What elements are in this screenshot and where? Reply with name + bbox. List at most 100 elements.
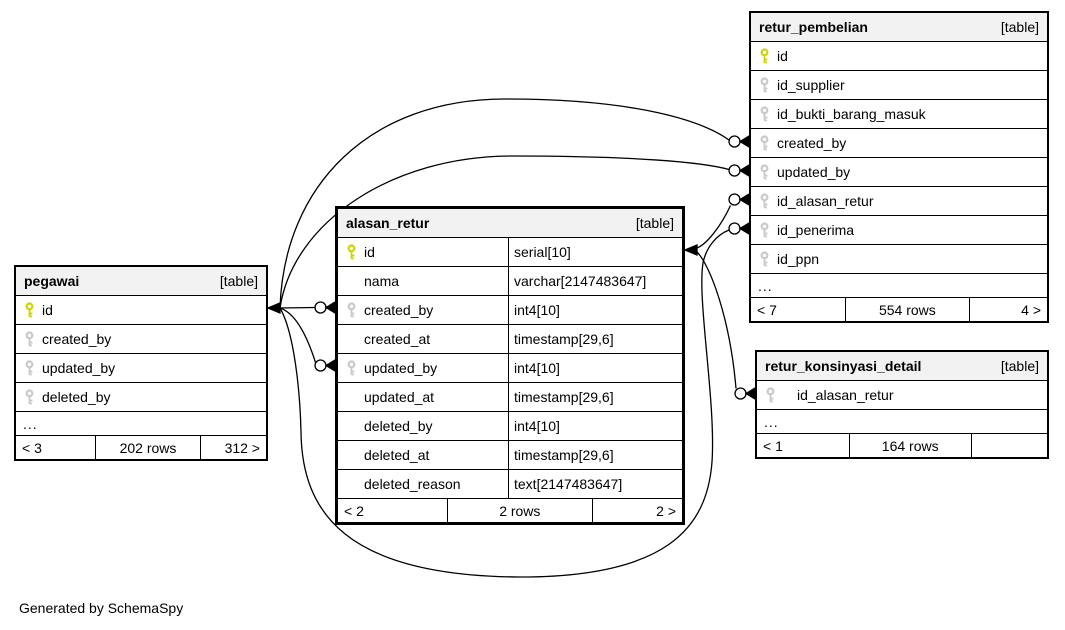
row-count: 202 rows — [96, 436, 201, 459]
crow-foot-arrow — [324, 358, 336, 373]
many-end-circle — [734, 387, 747, 400]
column-row: created_by — [751, 129, 1047, 158]
column-row: deleted_at timestamp[29,6] — [338, 441, 682, 470]
edge-alasan-konsinyasi-id-alasan-retur — [696, 251, 737, 389]
key-spacer — [338, 447, 364, 464]
column-name: id_bukti_barang_masuk — [777, 106, 926, 122]
hidden-parents-count: < 2 — [338, 499, 449, 522]
hidden-children-count: 4 > — [1021, 301, 1041, 318]
key-spacer — [338, 389, 364, 406]
table-retur-pembelian[interactable]: retur_pembelian [table] id id_supplier i… — [749, 11, 1049, 323]
column-name: updated_by — [777, 164, 851, 180]
hidden-columns-ellipsis: ... — [757, 410, 1047, 434]
many-end-circle — [728, 135, 741, 148]
column-row: id_supplier — [751, 71, 1047, 100]
column-row: id_bukti_barang_masuk — [751, 100, 1047, 129]
column-name: nama — [364, 273, 400, 289]
table-retur-konsinyasi-detail[interactable]: retur_konsinyasi_detail [table] id_alasa… — [755, 350, 1049, 459]
hidden-children-count: 312 > — [224, 439, 260, 456]
column-row: updated_by — [751, 158, 1047, 187]
column-name: created_by — [777, 135, 847, 151]
table-header-alasan-retur[interactable]: alasan_retur [table] — [338, 209, 682, 238]
table-alasan-retur[interactable]: alasan_retur [table] id serial[10] nama … — [335, 206, 685, 525]
column-type: text[2147483647] — [508, 470, 682, 498]
column-row: id — [751, 42, 1047, 71]
foreign-key-icon — [751, 105, 777, 123]
column-row: id — [16, 296, 266, 325]
hidden-children-count: 2 > — [656, 502, 676, 519]
hidden-parents-count: < 3 — [16, 436, 96, 459]
table-header-retur-pembelian[interactable]: retur_pembelian [table] — [751, 13, 1047, 42]
column-name: created_by — [364, 302, 434, 318]
column-name: id — [42, 302, 53, 318]
column-type: varchar[2147483647] — [508, 267, 682, 295]
table-type-badge: [table] — [1000, 358, 1039, 374]
many-end-circle — [314, 301, 327, 314]
foreign-key-icon — [751, 192, 777, 210]
column-row: deleted_reason text[2147483647] — [338, 470, 682, 499]
column-name: updated_by — [364, 360, 438, 376]
table-type-badge: [table] — [1000, 19, 1039, 35]
column-row: deleted_by int4[10] — [338, 412, 682, 441]
column-name: created_at — [364, 331, 431, 347]
crow-foot-arrow — [738, 134, 750, 149]
column-name: id — [777, 48, 788, 64]
column-row: id_alasan_retur — [751, 187, 1047, 216]
column-type: timestamp[29,6] — [508, 441, 682, 469]
foreign-key-icon — [751, 250, 777, 268]
crow-foot-arrow — [738, 163, 750, 178]
hidden-parents-count: < 7 — [751, 298, 846, 321]
hidden-columns-ellipsis: ... — [751, 274, 1047, 298]
column-row: id_alasan_retur — [757, 381, 1047, 410]
table-footer: < 3 202 rows 312 > — [16, 436, 266, 459]
foreign-key-icon — [16, 388, 42, 406]
one-end-arrow — [683, 244, 698, 256]
many-end-circle — [728, 164, 741, 177]
table-title[interactable]: retur_konsinyasi_detail — [765, 358, 922, 374]
column-row: created_by — [16, 325, 266, 354]
key-spacer — [338, 418, 364, 435]
column-name: id_alasan_retur — [777, 193, 874, 209]
column-name: deleted_by — [42, 389, 111, 405]
column-type: timestamp[29,6] — [508, 383, 682, 411]
edge-pegawai-alasan-updated-by — [279, 307, 317, 363]
foreign-key-icon — [751, 76, 777, 94]
hidden-parents-count: < 1 — [757, 434, 850, 457]
table-footer: < 1 164 rows — [757, 434, 1047, 457]
edge-pegawai-alasan-created-by — [279, 306, 316, 309]
crow-foot-arrow — [738, 192, 750, 207]
table-pegawai[interactable]: pegawai [table] id created_by updated_by… — [14, 265, 268, 461]
column-type: serial[10] — [508, 238, 682, 266]
table-title[interactable]: alasan_retur — [346, 215, 430, 231]
column-name: id_alasan_retur — [797, 387, 894, 403]
primary-key-icon — [338, 243, 364, 261]
column-name: deleted_by — [364, 418, 433, 434]
column-name: id_penerima — [777, 222, 855, 238]
crow-foot-arrow — [744, 386, 756, 401]
column-name: updated_by — [42, 360, 116, 376]
foreign-key-icon — [16, 359, 42, 377]
table-title[interactable]: pegawai — [24, 273, 80, 289]
foreign-key-icon — [338, 301, 364, 319]
table-header-pegawai[interactable]: pegawai [table] — [16, 267, 266, 296]
foreign-key-icon — [751, 221, 777, 239]
column-row: updated_by — [16, 354, 266, 383]
table-footer: < 7 554 rows 4 > — [751, 298, 1047, 321]
column-row: updated_at timestamp[29,6] — [338, 383, 682, 412]
primary-key-icon — [751, 47, 777, 65]
crow-foot-arrow — [324, 300, 336, 315]
edge-pegawai-pembelian-id-penerima — [279, 229, 730, 578]
table-header-retur-konsinyasi-detail[interactable]: retur_konsinyasi_detail [table] — [757, 352, 1047, 381]
column-type: int4[10] — [508, 296, 682, 324]
foreign-key-icon — [751, 134, 777, 152]
table-title[interactable]: retur_pembelian — [759, 19, 868, 35]
column-row: updated_by int4[10] — [338, 354, 682, 383]
column-row: created_by int4[10] — [338, 296, 682, 325]
column-row: created_at timestamp[29,6] — [338, 325, 682, 354]
column-name: deleted_reason — [364, 476, 461, 492]
row-count: 554 rows — [846, 298, 971, 321]
hidden-columns-ellipsis: ... — [16, 412, 266, 436]
foreign-key-icon — [338, 359, 364, 377]
column-type: int4[10] — [508, 412, 682, 440]
